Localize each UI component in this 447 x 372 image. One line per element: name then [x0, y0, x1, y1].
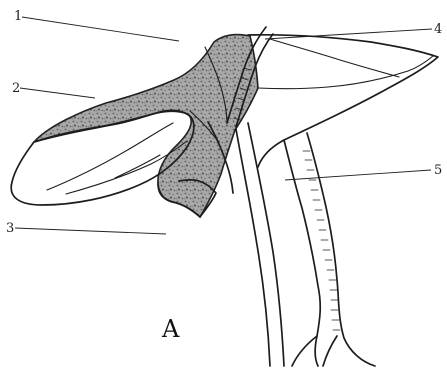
- callout-label-2: 2: [12, 81, 20, 96]
- main-axis-right: [248, 123, 284, 366]
- curled-leaf-inner-line-3: [115, 155, 160, 178]
- callout-line-4: [265, 29, 432, 39]
- upper-right-inner-contour: [258, 56, 433, 89]
- callout-line-2: [20, 88, 95, 98]
- right-branch-fork-right: [323, 336, 337, 366]
- callout-line-3: [15, 228, 166, 234]
- callout-label-5: 5: [434, 163, 442, 178]
- callout-line-1: [22, 17, 179, 41]
- main-axis-left: [236, 129, 270, 366]
- upper-right-wedge: [248, 35, 438, 167]
- right-branch-left-edge: [284, 140, 320, 366]
- callout-label-1: 1: [14, 9, 22, 24]
- callout-line-5: [285, 170, 431, 180]
- right-branch-fork-left: [292, 336, 317, 366]
- shaded-tissue-region: [34, 34, 258, 217]
- panel-label: A: [161, 315, 180, 343]
- callout-label-3: 3: [6, 221, 14, 236]
- upper-right-inner-contour-2: [270, 39, 399, 77]
- callout-label-4: 4: [434, 22, 442, 37]
